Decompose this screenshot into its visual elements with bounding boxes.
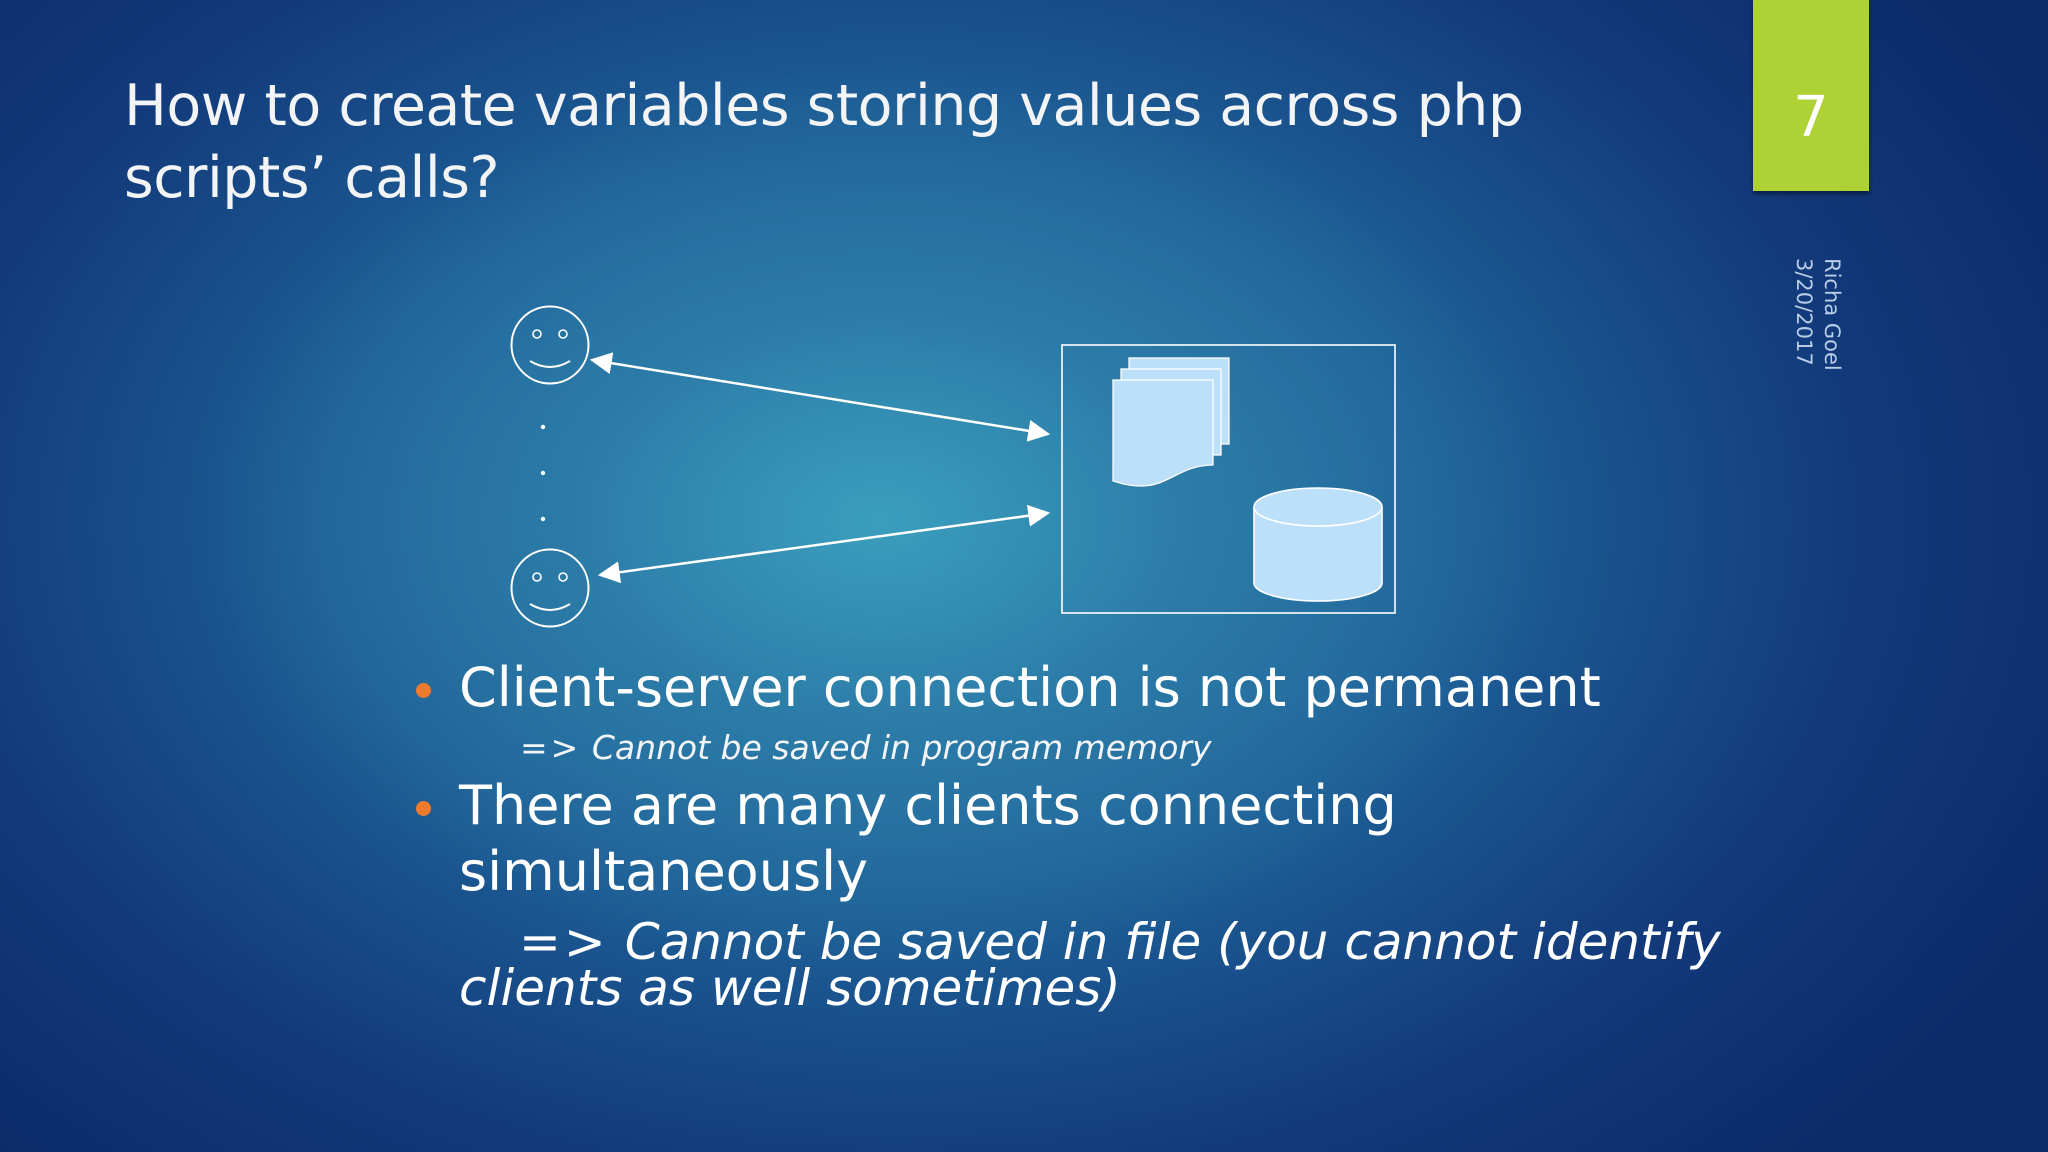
bullet-dot-icon (416, 801, 431, 816)
bullet-subtext: => Cannot be saved in file (you cannot i… (408, 917, 1758, 1013)
bullet-dot-icon (416, 683, 431, 698)
slide-number-badge: 7 (1753, 0, 1869, 191)
ellipsis-dots-icon (540, 424, 546, 522)
bullet-subtext: => Cannot be saved in program memory (408, 725, 1758, 771)
bullet-text: Client-server connection is not permanen… (459, 656, 1601, 719)
subtext-content: Cannot be saved in file (you cannot iden… (459, 913, 1721, 1017)
implies-arrow: => (519, 913, 609, 971)
bidirectional-arrow-icon (597, 504, 1051, 584)
multiple-documents-icon (1112, 357, 1230, 487)
bullet-item: Client-server connection is not permanen… (408, 655, 1758, 721)
bullet-list: Client-server connection is not permanen… (408, 655, 1758, 1013)
implies-arrow: => (520, 728, 582, 767)
smiley-face-icon (510, 548, 590, 628)
bidirectional-arrow-icon (589, 352, 1051, 442)
server-box (1061, 344, 1396, 614)
bullet-item: There are many clients connecting simult… (408, 773, 1758, 905)
slide-number: 7 (1793, 85, 1829, 150)
slide-title: How to create variables storing values a… (124, 73, 1524, 211)
subtext-content: Cannot be saved in program memory (591, 728, 1212, 767)
smiley-face-icon (510, 305, 590, 385)
database-cylinder-icon (1253, 487, 1383, 602)
bullet-text: There are many clients connecting simult… (459, 774, 1397, 903)
